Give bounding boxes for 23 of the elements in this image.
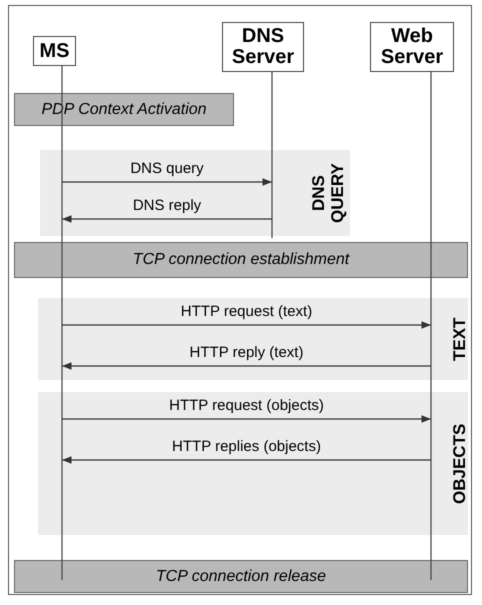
phase-label: TEXT <box>453 298 466 380</box>
message-label: HTTP request (objects) <box>168 397 325 414</box>
message-arrow <box>62 215 272 223</box>
message-label: HTTP request (text) <box>180 303 314 320</box>
lifeline-header: DNS Server <box>222 22 304 72</box>
message-arrow <box>62 415 431 423</box>
phase-bar <box>14 93 234 126</box>
message-label: DNS reply <box>132 197 202 214</box>
phase-text: TCP connection establishment <box>132 251 350 269</box>
message-arrow <box>62 362 431 370</box>
message-arrow <box>62 178 272 186</box>
message-arrow <box>62 321 431 329</box>
phase-bar <box>14 560 468 593</box>
phase-label: DNS QUERY <box>308 150 348 236</box>
message-label: HTTP replies (objects) <box>171 438 322 455</box>
message-label: DNS query <box>129 160 205 177</box>
lifeline-header: Web Server <box>370 22 454 72</box>
message-label: HTTP reply (text) <box>188 344 304 361</box>
phase-text: TCP connection release <box>156 568 326 586</box>
phase-bar <box>14 242 468 278</box>
lifeline-header: MS <box>33 36 76 66</box>
phase-label: OBJECTS <box>453 392 466 535</box>
message-arrow <box>62 456 431 464</box>
